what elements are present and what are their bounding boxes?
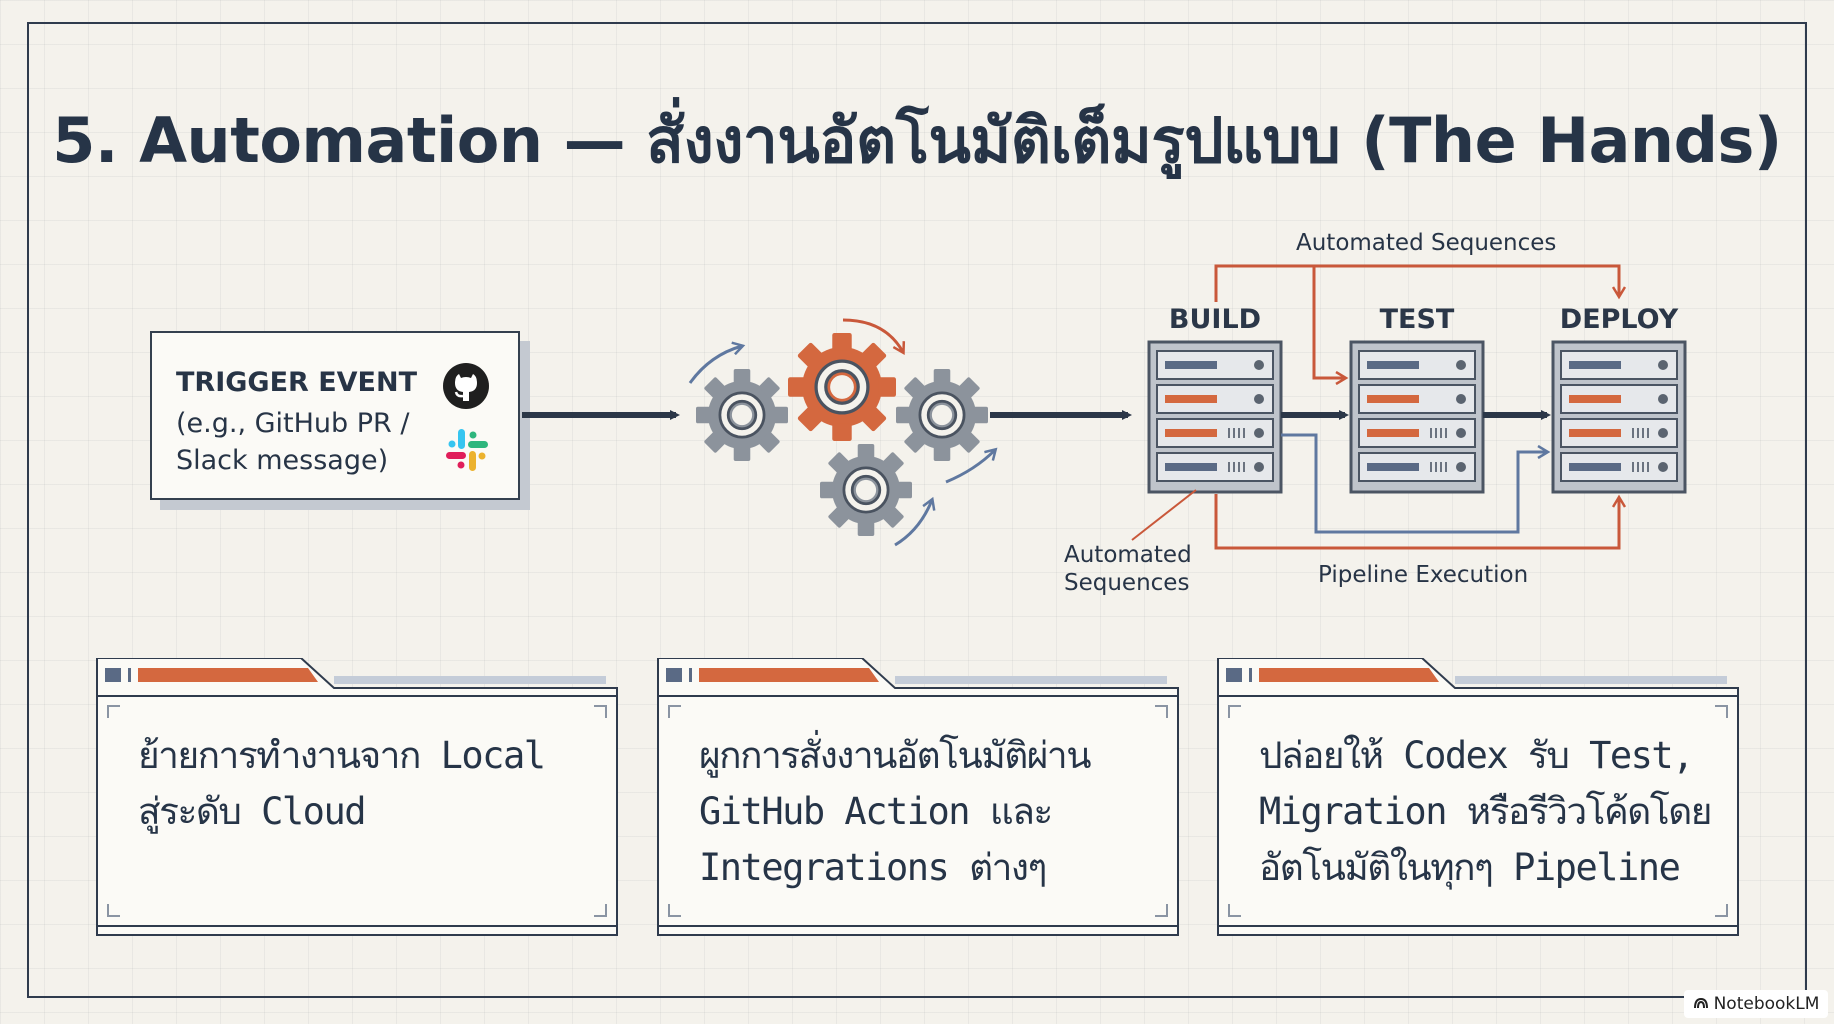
automated-sequence-branch xyxy=(1312,266,1345,378)
build-server-rack xyxy=(1147,340,1283,494)
gear-icon xyxy=(818,442,914,538)
slack-icon xyxy=(442,425,492,479)
gear-icon xyxy=(786,331,898,443)
slide-title: 5. Automation — สั่งงานอัตโนมัติเต็มรูปแ… xyxy=(52,104,1782,177)
motion-arc xyxy=(894,500,932,547)
info-card: ปล่อยให้ Codex รับ Test, Migration หรือร… xyxy=(1217,658,1739,936)
gear-icon xyxy=(894,367,990,463)
trigger-detail: (e.g., GitHub PR / Slack message) xyxy=(176,408,410,476)
gear-icon xyxy=(694,367,790,463)
pipeline-blue-line xyxy=(1281,433,1547,534)
trigger-event-box: TRIGGER EVENT (e.g., GitHub PR / Slack m… xyxy=(150,331,520,500)
pipeline-execution-line xyxy=(1214,494,1619,550)
test-server-rack xyxy=(1349,340,1485,494)
slide-frame xyxy=(27,22,1807,998)
motion-arc xyxy=(688,346,742,384)
annotation-automated-sequences-top: Automated Sequences xyxy=(1296,230,1557,256)
watermark-label: NotebookLM xyxy=(1713,994,1820,1014)
annotation-pipeline-execution: Pipeline Execution xyxy=(1318,562,1529,588)
trigger-title: TRIGGER EVENT xyxy=(176,367,418,398)
notebooklm-watermark: NotebookLM xyxy=(1684,990,1828,1018)
card-text: ผูกการสั่งงานอัตโนมัติผ่าน GitHub Action… xyxy=(699,734,1092,889)
github-icon xyxy=(441,361,491,415)
motion-arc xyxy=(842,318,903,352)
card-text: ย้ายการทำงานจาก Local สู่ระดับ Cloud xyxy=(138,734,546,833)
motion-arc xyxy=(945,450,995,484)
stage-label-deploy: DEPLOY xyxy=(1559,304,1679,335)
stage-label-build: BUILD xyxy=(1168,304,1262,335)
stage-label-test: TEST xyxy=(1379,304,1455,335)
notebooklm-logo-icon xyxy=(1693,994,1709,1014)
deploy-server-rack xyxy=(1551,340,1687,494)
card-text: ปล่อยให้ Codex รับ Test, Migration หรือร… xyxy=(1259,734,1712,889)
info-card: ผูกการสั่งงานอัตโนมัติผ่าน GitHub Action… xyxy=(657,658,1179,936)
info-card: ย้ายการทำงานจาก Local สู่ระดับ Cloud xyxy=(96,658,618,936)
annotation-automated-sequences-bottom: Automated Sequences xyxy=(1064,542,1192,596)
automated-sequence-top-line xyxy=(1214,264,1619,302)
annotation-leader xyxy=(1131,489,1197,541)
